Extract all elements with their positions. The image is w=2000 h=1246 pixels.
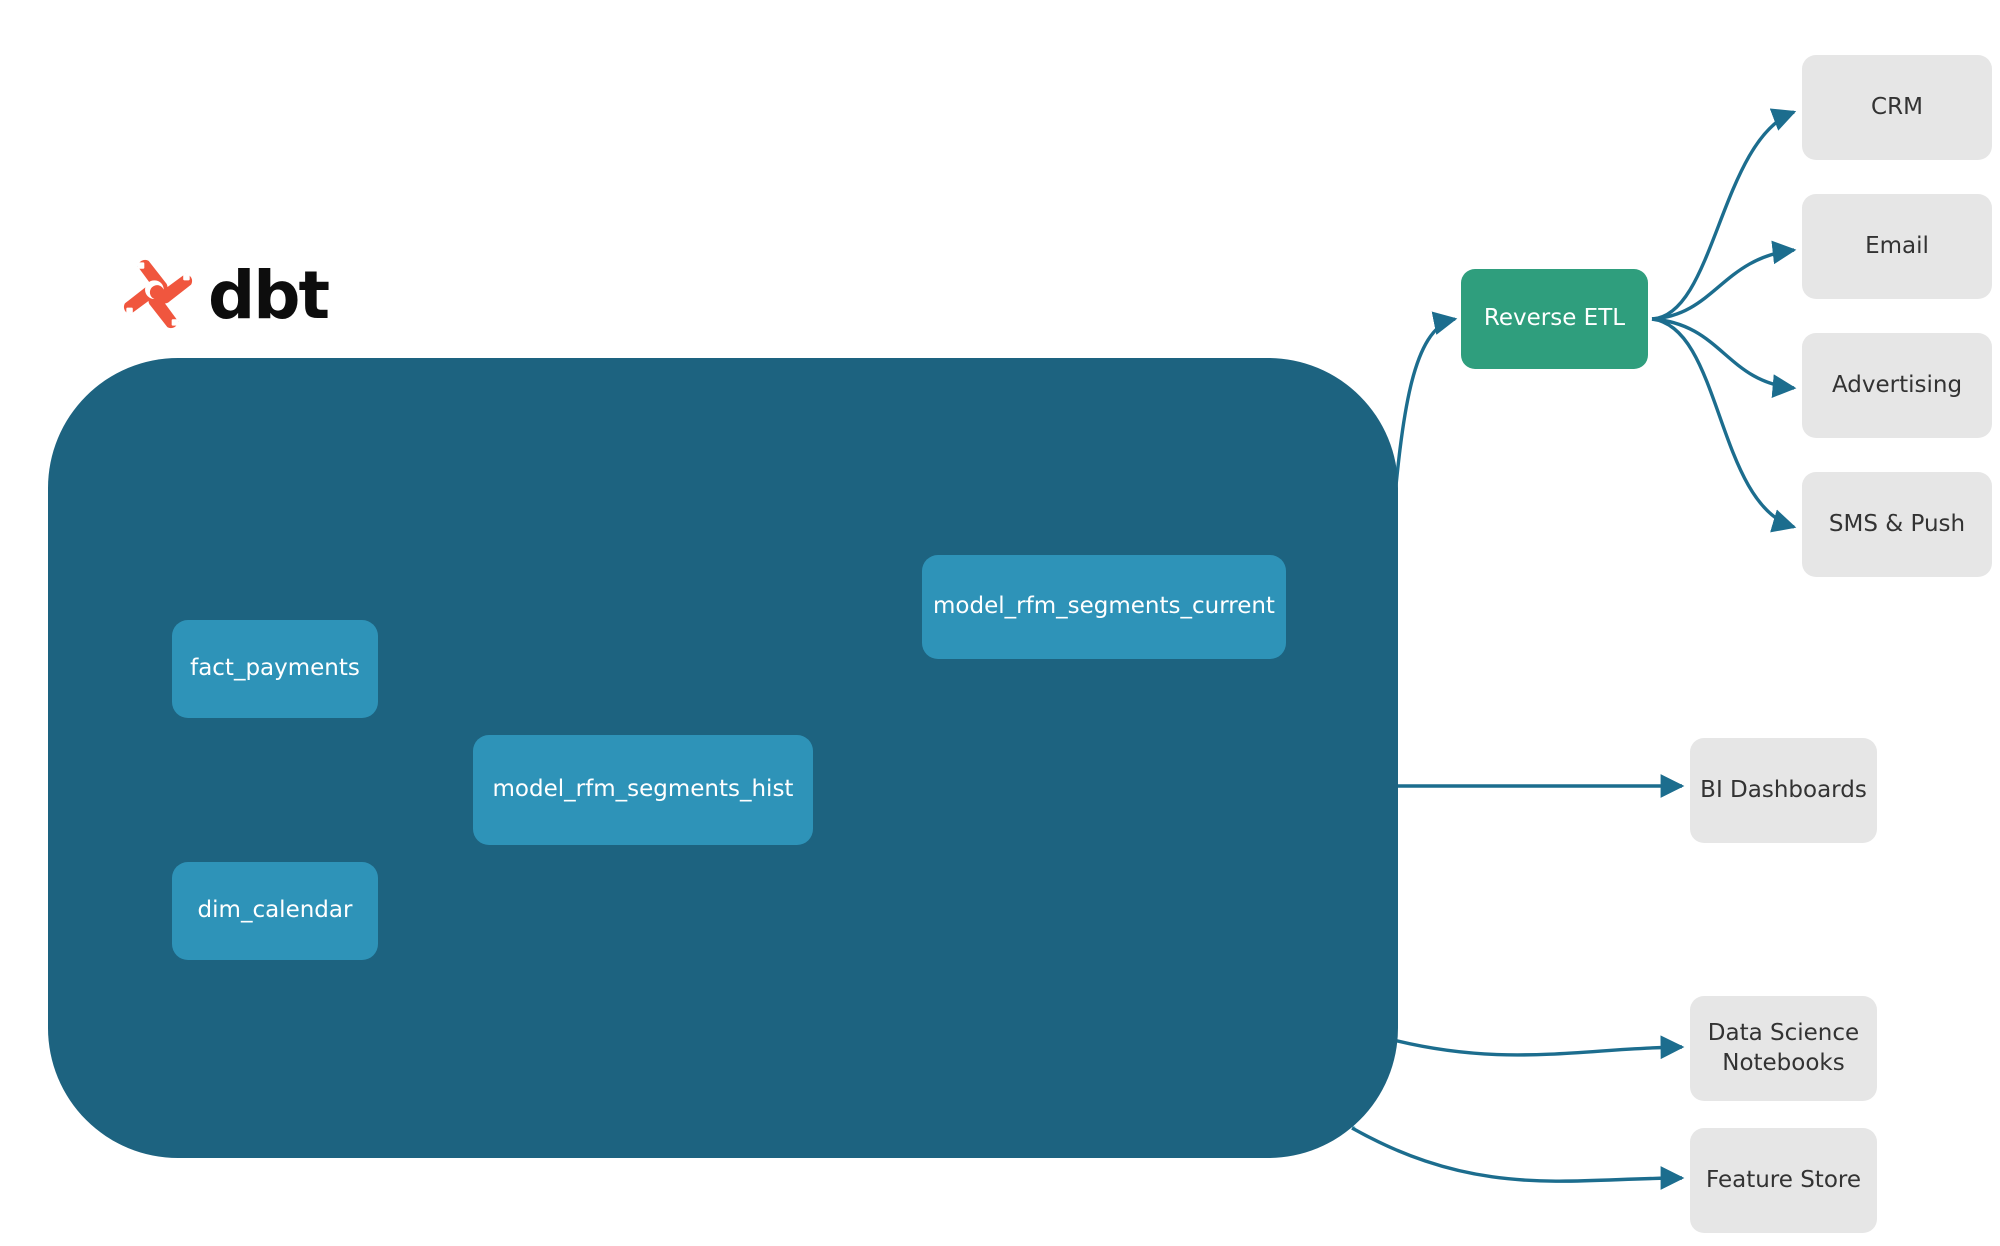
edge-to-ds-notebooks — [1377, 1034, 1685, 1060]
node-label: Reverse ETL — [1483, 305, 1626, 332]
node-model-rfm-segments-current[interactable]: model_rfm_segments_current — [922, 555, 1286, 659]
node-feature-store[interactable]: Feature Store — [1690, 1128, 1877, 1233]
edge-reverse-etl-to-email — [1651, 240, 1797, 321]
node-label: CRM — [1871, 93, 1923, 120]
node-reverse-etl[interactable]: Reverse ETL — [1461, 269, 1648, 369]
dbt-brand: dbt — [122, 257, 330, 334]
edge-reverse-etl-to-crm — [1651, 108, 1797, 321]
node-label: Email — [1865, 232, 1929, 259]
node-email[interactable]: Email — [1802, 194, 1992, 299]
node-label-line-1: Data Science — [1707, 1020, 1860, 1047]
edge-to-feature-store — [1351, 1126, 1685, 1190]
dbt-wordmark: dbt — [208, 257, 330, 334]
node-label: Advertising — [1831, 371, 1963, 398]
node-label: dim_calendar — [197, 897, 353, 924]
dbt-logo-icon — [122, 258, 194, 334]
node-label: Feature Store — [1705, 1166, 1861, 1193]
node-advertising[interactable]: Advertising — [1802, 333, 1992, 438]
node-data-science-notebooks[interactable]: Data Science Notebooks — [1690, 996, 1877, 1101]
node-label: BI Dashboards — [1700, 776, 1867, 803]
node-label: Data Science Notebooks — [1708, 1019, 1859, 1078]
edge-reverse-etl-to-sms-push — [1651, 317, 1797, 533]
node-label: model_rfm_segments_current — [933, 593, 1275, 620]
node-dim-calendar[interactable]: dim_calendar — [172, 862, 378, 960]
node-fact-payments[interactable]: fact_payments — [172, 620, 378, 718]
node-model-rfm-segments-hist[interactable]: model_rfm_segments_hist — [473, 735, 813, 845]
node-label: model_rfm_segments_hist — [492, 776, 794, 803]
node-label-line-2: Notebooks — [1722, 1049, 1845, 1076]
node-label: fact_payments — [190, 655, 360, 682]
node-sms-push[interactable]: SMS & Push — [1802, 472, 1992, 577]
node-crm[interactable]: CRM — [1802, 55, 1992, 160]
edge-reverse-etl-to-advertising — [1651, 317, 1797, 398]
node-bi-dashboards[interactable]: BI Dashboards — [1690, 738, 1877, 843]
node-label: SMS & Push — [1828, 510, 1966, 537]
